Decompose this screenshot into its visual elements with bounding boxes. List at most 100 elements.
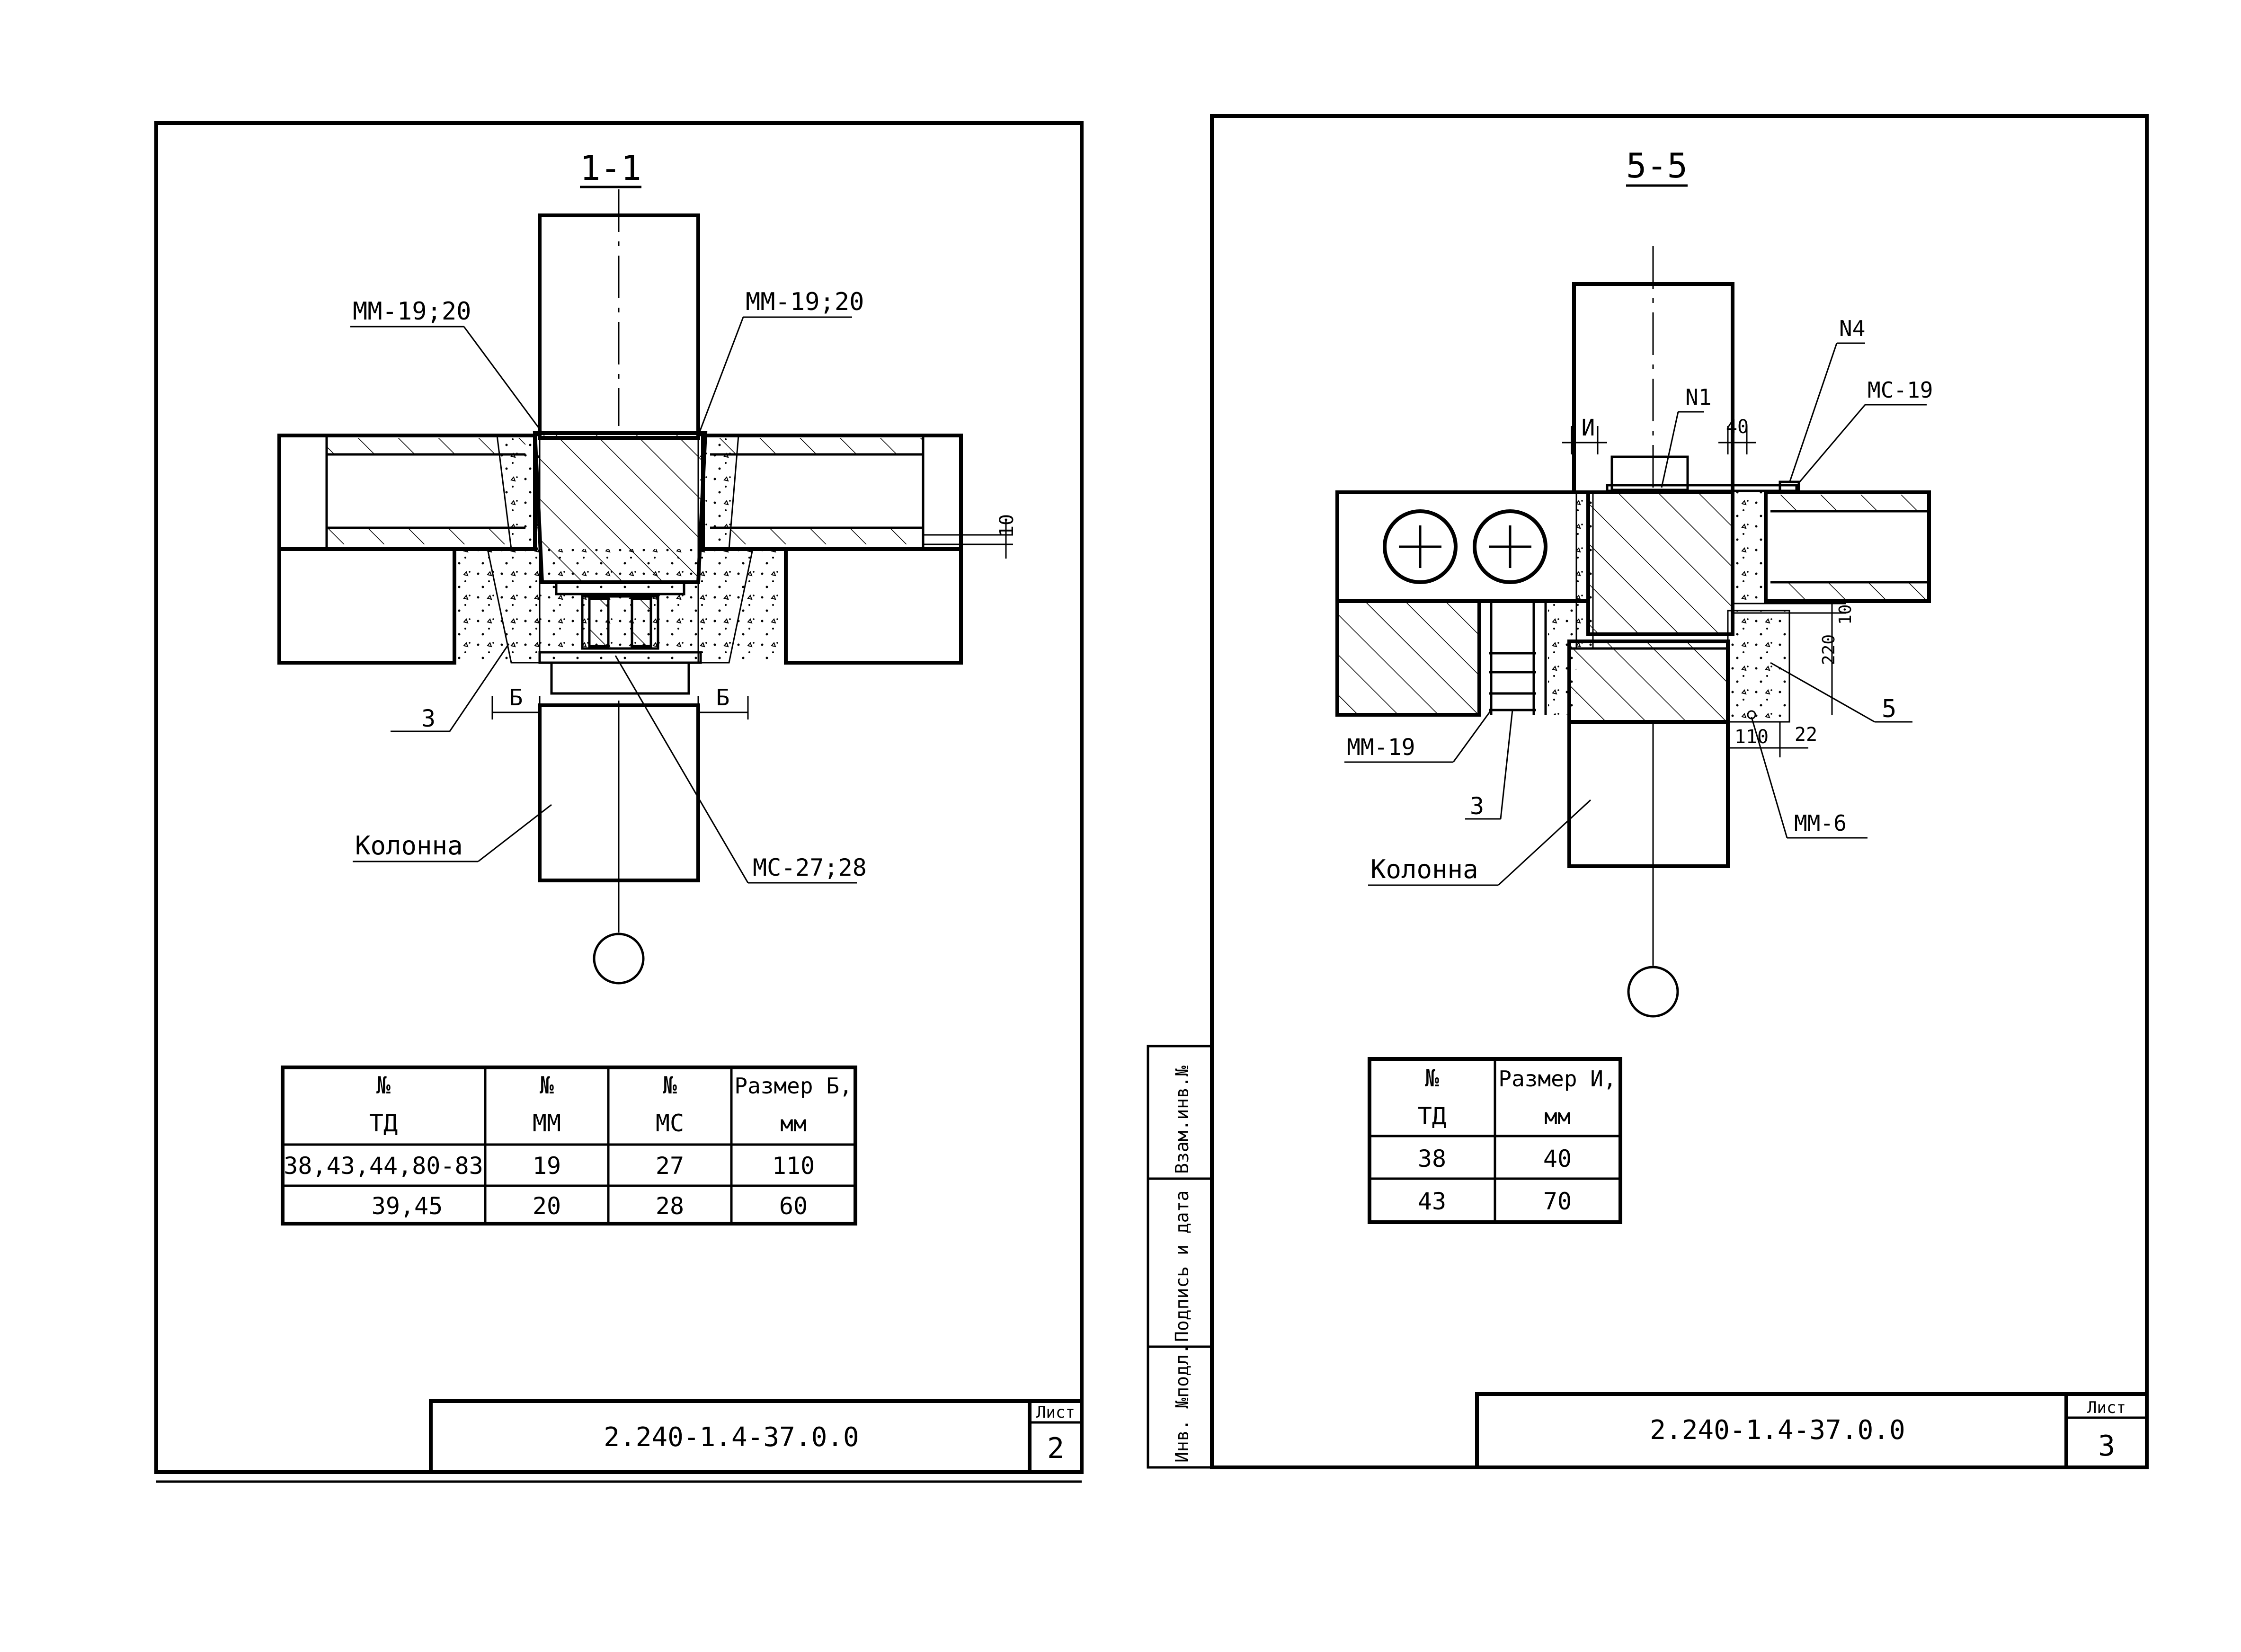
left-table: № ТД № ММ № МС Размер Б, мм 38,43,44,80-… <box>281 1066 857 1226</box>
label-item-5: 5 <box>1770 662 1912 723</box>
side-stamp-replace: Взам.инв.№ <box>1172 1066 1192 1174</box>
label-n4: N4 <box>1788 316 1865 483</box>
left-table-header-td-1: № <box>376 1072 391 1099</box>
left-table-cell: 38,43,44,80-83 <box>284 1152 483 1180</box>
right-title-block: 2.240-1.4-37.0.0 Лист 3 <box>1475 1392 2149 1469</box>
svg-text:ММ-19;20: ММ-19;20 <box>746 288 864 316</box>
dim-b-left: Б <box>491 684 541 719</box>
lower-beam-left <box>1335 599 1481 717</box>
left-sheet-number: 2 <box>1047 1432 1064 1465</box>
right-table-header-td-1: № <box>1425 1065 1439 1092</box>
right-table-header-i-1: Размер И, <box>1498 1066 1616 1092</box>
label-item-3-right: 3 <box>1465 710 1513 820</box>
left-section-title: 1-1 <box>580 148 641 188</box>
label-column-right: Колонна <box>1368 799 1592 886</box>
right-lower-grout <box>1727 610 1790 723</box>
right-table: № ТД Размер И, мм 38 40 43 70 <box>1368 1057 1622 1224</box>
svg-text:Б: Б <box>509 684 523 711</box>
svg-text:ММ-19: ММ-19 <box>1347 734 1415 761</box>
hollow-core-slab <box>1335 490 1590 603</box>
right-grout-gap <box>1575 491 1594 649</box>
left-drawing-code: 2.240-1.4-37.0.0 <box>604 1422 859 1453</box>
label-mc19: МС-19 <box>1798 377 1933 483</box>
svg-text:22: 22 <box>1795 724 1817 746</box>
dim-i: И <box>1562 415 1607 454</box>
right-section-title: 5-5 <box>1626 146 1688 186</box>
upper-column <box>538 189 700 440</box>
right-floor-slab <box>1733 490 1931 603</box>
left-sheet-label: Лист <box>1036 1403 1075 1422</box>
left-title-block: 2.240-1.4-37.0.0 Лист 2 <box>429 1399 1084 1474</box>
dim-40: 40 <box>1718 416 1756 454</box>
svg-text:Колонна: Колонна <box>355 831 463 861</box>
left-table-cell: 28 <box>656 1192 684 1220</box>
svg-text:220: 220 <box>1819 634 1839 665</box>
svg-text:ММ-19;20: ММ-19;20 <box>353 297 471 326</box>
label-mc: МС-27;28 <box>614 655 867 884</box>
side-stamp-sign: Подпись и дата <box>1172 1190 1192 1342</box>
left-table-header-mc-2: МС <box>656 1110 684 1137</box>
right-sheet-label: Лист <box>2087 1398 2126 1417</box>
right-drawing-code: 2.240-1.4-37.0.0 <box>1650 1415 1905 1446</box>
right-sheet-frame <box>1210 114 2149 1469</box>
left-dim-10: 10 <box>923 514 1018 559</box>
anchor-bar <box>1606 484 1798 492</box>
column-head-block <box>1567 639 1730 724</box>
right-slab <box>701 434 963 551</box>
left-table-header-mm-2: ММ <box>533 1110 561 1137</box>
left-table-header-b-1: Размер Б, <box>734 1073 852 1099</box>
right-sheet-number: 3 <box>2098 1430 2115 1463</box>
svg-text:10: 10 <box>996 514 1018 537</box>
svg-text:110: 110 <box>1734 726 1769 748</box>
left-table-header-mm-1: № <box>540 1072 554 1099</box>
label-mm19-right: ММ-19 <box>1344 710 1492 763</box>
svg-text:МС-27;28: МС-27;28 <box>753 854 867 881</box>
side-stamp: Инв. №подл. Подпись и дата Взам.инв.№ <box>1147 1045 1213 1469</box>
left-table-header-b-2: мм <box>780 1111 806 1137</box>
left-table-cell: 39,45 <box>372 1192 443 1220</box>
left-table-cell: 60 <box>779 1192 808 1220</box>
label-n1: N1 <box>1661 384 1711 488</box>
label-mm6: ММ-6 <box>1747 710 1868 839</box>
right-table-header-i-2: мм <box>1544 1104 1570 1129</box>
right-sheet: Инв. №подл. Подпись и дата Взам.инв.№ 5-… <box>1147 114 2149 1469</box>
label-mm-right: ММ-19;20 <box>697 288 864 436</box>
left-slab <box>277 434 537 551</box>
side-stamp-inv: Инв. №подл. <box>1172 1343 1192 1463</box>
slab-void-icon <box>1383 509 1458 584</box>
left-table-cell: 27 <box>656 1152 684 1180</box>
svg-text:10: 10 <box>1836 604 1855 625</box>
right-lower-beam <box>784 547 963 665</box>
left-table-header-mc-1: № <box>663 1072 677 1099</box>
right-table-cell: 43 <box>1418 1188 1446 1215</box>
right-table-header-td-2: ТД <box>1418 1102 1446 1130</box>
label-mm-left: ММ-19;20 <box>350 297 545 436</box>
svg-text:5: 5 <box>1882 695 1896 723</box>
right-lower-column <box>1567 720 1730 1018</box>
dim-b-right: Б <box>697 684 749 719</box>
dim-110-22: 110 22 <box>1727 722 1817 757</box>
svg-text:N4: N4 <box>1839 316 1865 341</box>
svg-text:Б: Б <box>716 684 730 711</box>
lower-column <box>538 701 700 985</box>
svg-text:Колонна: Колонна <box>1370 854 1478 884</box>
left-table-cell: 20 <box>533 1192 561 1220</box>
axis-marker <box>1627 966 1679 1018</box>
rebar-cage <box>1478 601 1576 715</box>
label-item-3-left: 3 <box>391 643 510 732</box>
right-table-cell: 38 <box>1418 1145 1446 1172</box>
axis-marker <box>593 933 645 985</box>
right-upper-column <box>1572 246 1734 494</box>
left-table-header-td-2: ТД <box>369 1110 398 1137</box>
left-table-cell: 19 <box>533 1152 561 1180</box>
dim-10-220: 10 220 <box>1733 599 1855 715</box>
svg-text:И: И <box>1582 415 1595 441</box>
svg-text:3: 3 <box>421 705 436 732</box>
svg-text:МС-19: МС-19 <box>1868 377 1933 403</box>
left-lower-beam <box>277 547 456 665</box>
right-crossbar <box>1586 490 1734 636</box>
svg-text:N1: N1 <box>1685 384 1711 410</box>
left-table-cell: 110 <box>772 1152 815 1180</box>
svg-text:3: 3 <box>1470 792 1484 820</box>
